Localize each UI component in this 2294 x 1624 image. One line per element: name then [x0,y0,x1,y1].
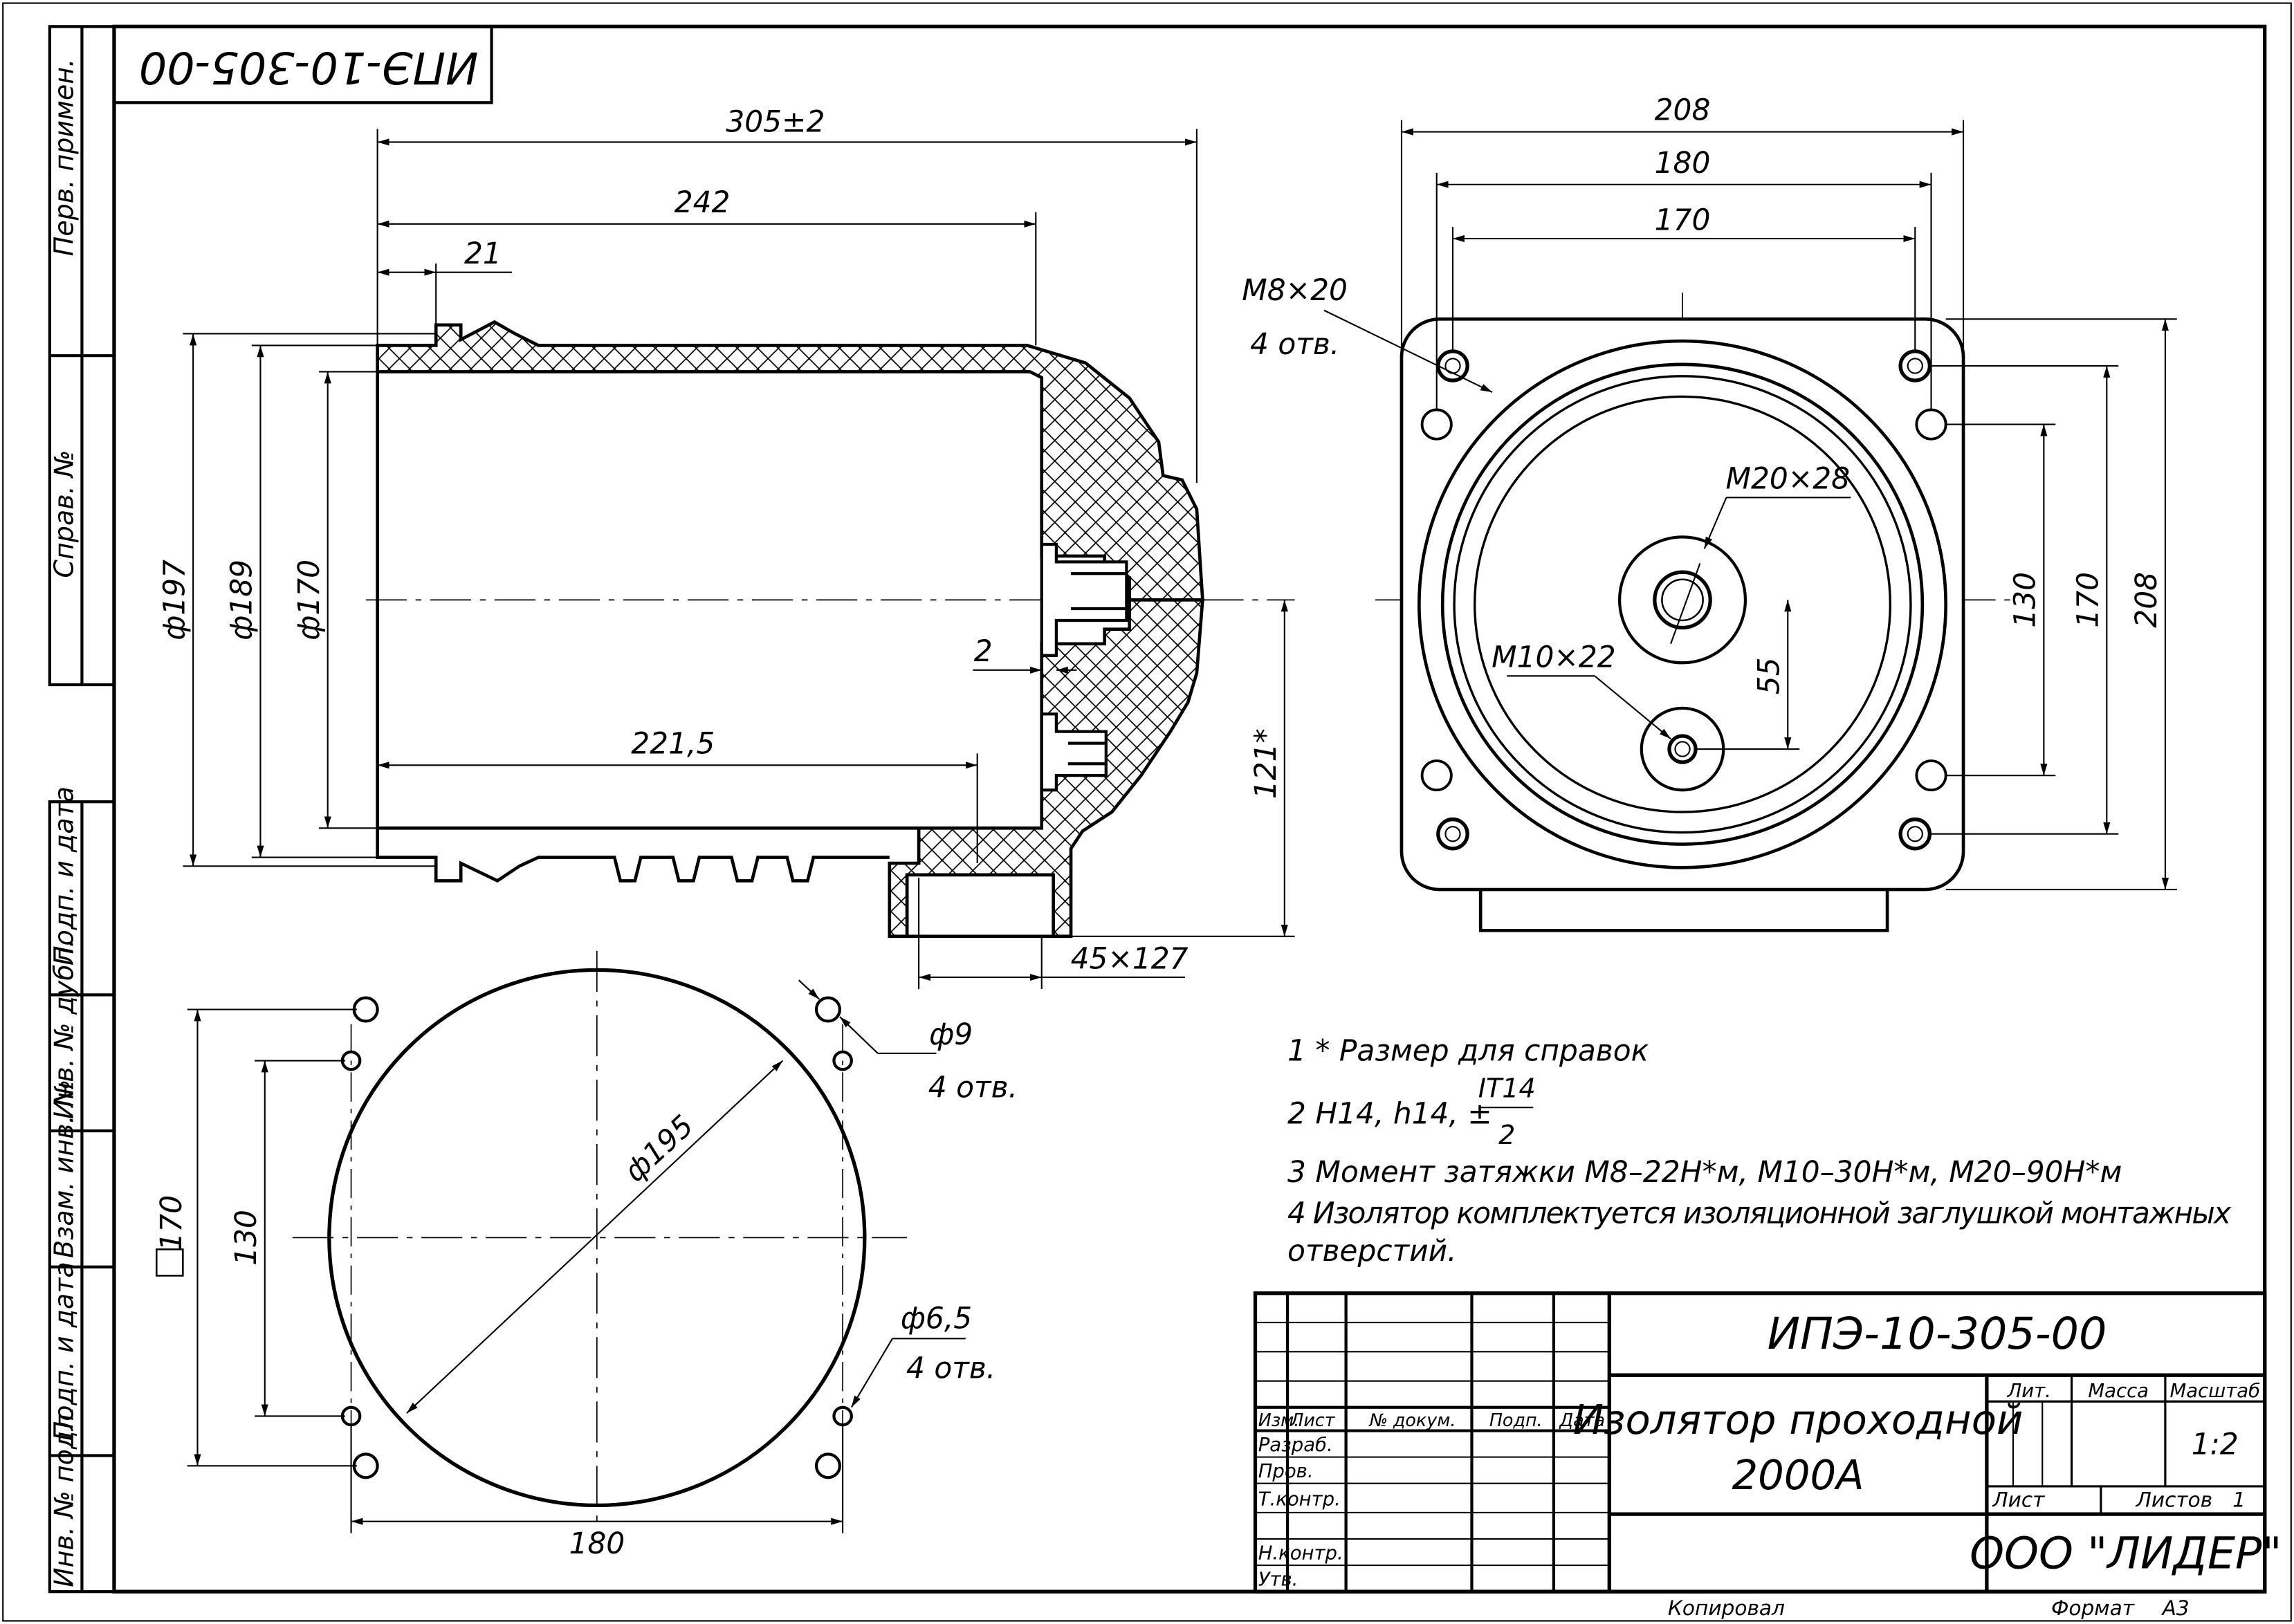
mount-cutout [327,968,867,1508]
label-format: Формат [2051,1596,2135,1620]
row-prov: Пров. [1258,1460,1314,1482]
front-ring-4 [1474,395,1892,813]
note-2-num: IT14 [1478,1073,1536,1103]
dim-mount-holes4b: 4 отв. [906,1351,995,1385]
dim-front-h170: 170 [2071,572,2105,628]
side-stamps: Перв. примен. Справ. № Подп. и дата Инв.… [48,25,116,1594]
m20-insert [1040,542,1128,657]
label-sheet: Лист [1992,1488,2045,1512]
lower-wall-hatched [377,598,1204,939]
sheets-value: 1 [2232,1488,2246,1512]
format-value: А3 [2161,1596,2190,1620]
corner-code-box: ИПЭ-10-305-00 [112,25,493,104]
note-2-den: 2 [1498,1120,1515,1150]
dim-2: 2 [974,634,993,668]
dim-front-208: 208 [1655,93,1711,127]
dim-242: 242 [675,185,731,219]
stamp-inv-podl: Инв. № подл. [49,1405,80,1587]
dim-mount-130: 130 [229,1210,263,1266]
technical-notes: 1 * Размер для справок 2 H14, h14, ± IT1… [1287,1034,2232,1268]
label-m20: M20×28 [1726,462,1851,496]
stamp-vzam-inv: Взам. инв. № [49,1080,80,1258]
title-name-2: 2000А [1732,1451,1864,1499]
flange-block [905,873,1055,939]
dim-front-55: 55 [1752,657,1786,694]
col-list: Лист [1290,1410,1335,1430]
note-1: 1 * Размер для справок [1287,1034,1649,1068]
front-ring-2 [1440,362,1925,846]
dim-front-h130: 130 [2008,572,2042,628]
scale-value: 1:2 [2192,1427,2239,1461]
front-view: 208 180 170 130 170 208 55 M8×20 4 отв. … [1242,93,2177,932]
note-4a: 4 Изолятор комплектуется изоляционной за… [1287,1196,2232,1230]
side-section-view: 305±2 242 21 221,5 2 45×127 ф197 ф189 ф1… [157,105,1295,989]
title-name-1: Изолятор проходной [1573,1396,2024,1443]
label-masshtab: Масштаб [2169,1380,2260,1402]
row-tkontr: Т.контр. [1258,1488,1341,1510]
label-m8-holes: 4 отв. [1250,327,1339,361]
note-3: 3 Момент затяжки М8–22Н*м, М10–30Н*м, М2… [1287,1155,2122,1189]
row-utv: Утв. [1258,1569,1299,1591]
note-2-prefix: 2 H14, h14, ± [1287,1096,1492,1130]
dim-121: 121* [1249,728,1283,799]
stamp-podp-data-2: Подп. и дата [49,1262,80,1441]
dim-221: 221,5 [631,726,715,760]
m10-insert [1040,712,1108,792]
col-podp: Подп. [1489,1410,1543,1430]
dim-dia170: ф170 [292,560,326,640]
dim-dia197: ф197 [157,560,191,640]
front-ring-1 [1417,339,1948,869]
dim-305: 305±2 [726,105,825,139]
lower-fins [376,828,890,883]
row-nkontr: Н.контр. [1258,1542,1343,1565]
front-ring-3 [1453,375,1912,834]
stamp-perv-primen: Перв. примен. [49,59,80,257]
label-sheets: Листов [2136,1488,2213,1512]
dim-45x127: 45×127 [1071,941,1189,975]
col-data: Дата [1559,1410,1605,1430]
dim-front-170: 170 [1655,203,1711,237]
company-name: ООО "ЛИДЕР" [1970,1527,2282,1578]
label-massa: Масса [2088,1380,2149,1402]
label-m8: M8×20 [1242,273,1348,307]
stamp-podp-data-1: Подп. и дата [49,786,80,966]
dim-mount-180: 180 [569,1526,625,1560]
title-code: ИПЭ-10-305-00 [1768,1308,2107,1359]
label-lit: Лит. [2007,1380,2051,1402]
dim-dia189: ф189 [225,560,259,640]
dim-front-180: 180 [1655,146,1711,180]
row-razrab: Разраб. [1258,1434,1333,1456]
dim-mount-square170: 170 [154,1195,188,1251]
dim-front-h208: 208 [2129,572,2163,628]
mount-view: ф195 ф9 4 отв. ф6,5 4 отв. 180 130 170 [154,950,1018,1560]
square-symbol [156,1248,184,1277]
label-m10: M10×22 [1492,640,1616,674]
corner-drawing-code: ИПЭ-10-305-00 [139,42,479,93]
stamp-sprav-no: Справ. № [49,450,80,578]
front-flange [1400,317,1965,892]
label-kopiroval: Копировал [1668,1596,1785,1620]
note-4b: отверстий. [1287,1234,1457,1268]
dim-mount-hole9: ф9 [929,1017,973,1051]
dim-mount-hole65: ф6,5 [901,1302,972,1336]
col-doc: № докум. [1368,1410,1456,1430]
dim-mount-holes4a: 4 отв. [928,1070,1018,1104]
title-block: ИПЭ-10-305-00 Изолятор проходной 2000А И… [1253,1291,2282,1620]
upper-wall-hatched [376,320,1204,602]
stamp-inv-dubl: Инв. № дубл. [49,939,80,1119]
dim-21: 21 [464,237,502,270]
col-izm: Изм. [1258,1410,1300,1430]
